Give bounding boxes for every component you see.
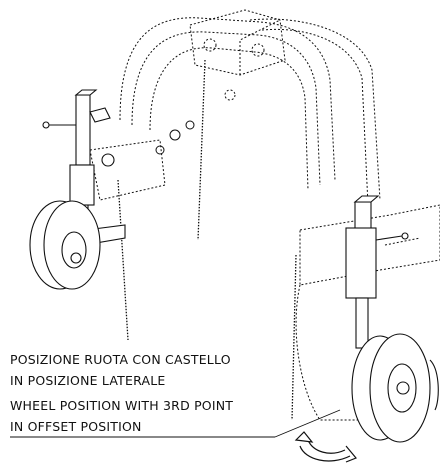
left-wheel-assembly [29, 89, 126, 290]
hanging-chains [117, 59, 297, 421]
right-wheel-assembly [345, 195, 439, 443]
caption-italian-line-1: POSIZIONE RUOTA CON CASTELLO [10, 352, 231, 367]
caption-english-line-1: WHEEL POSITION WITH 3RD POINT [10, 398, 234, 413]
frame-dotted-outline [89, 9, 440, 421]
caption-italian-line-2: IN POSIZIONE LATERALE [10, 373, 166, 388]
curved-arrow-icon [294, 431, 357, 463]
caption-english-line-2: IN OFFSET POSITION [10, 419, 142, 434]
leader-line-angled [274, 409, 341, 438]
